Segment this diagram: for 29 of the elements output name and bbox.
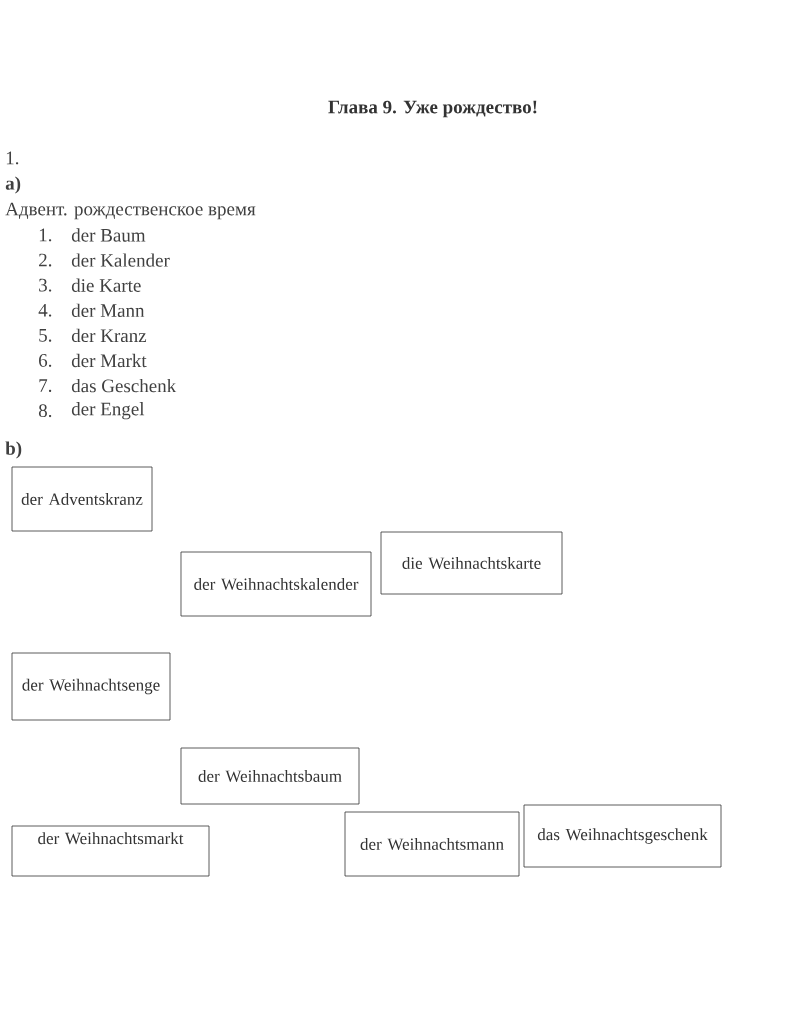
word-box: das Weihnachtsgeschenk [523,804,722,868]
word-box: der Weihnachtsmann [344,811,520,877]
section-marker: b) [5,441,22,459]
heading-line: Адвент. рождественское время [5,202,256,220]
word-box: der Weihnachtskalender [180,551,372,617]
word-box: die Weihnachtskarte [380,531,563,595]
section-marker: a) [5,176,21,194]
word-box: der Adventskranz [11,466,153,532]
word-box: der Weihnachtsmarkt [11,825,210,877]
word-box: der Weihnachtsenge [11,652,171,721]
list-number: 4. [38,303,52,317]
list-item: der Mann [71,303,145,317]
list-item: der Engel [71,402,145,420]
list-number: 5. [39,329,52,342]
list-number: 3. [39,278,52,292]
list-item: der Kalender [71,253,170,267]
list-item: der Markt [71,353,147,368]
label: 1. [6,151,19,165]
list-number: 1. [39,228,52,242]
list-number: 6. [39,354,52,367]
list-number: 8. [38,404,52,418]
list-item: der Kranz [71,328,147,343]
list-item: die Karte [71,278,141,292]
list-number: 2. [39,253,52,267]
list-item: der Baum [71,228,146,242]
list-item: das Geschenk [71,378,177,393]
title: Глава 9. Уже рождество! [328,100,537,118]
list-number: 7. [39,379,52,392]
word-box: der Weihnachtsbaum [180,747,360,805]
